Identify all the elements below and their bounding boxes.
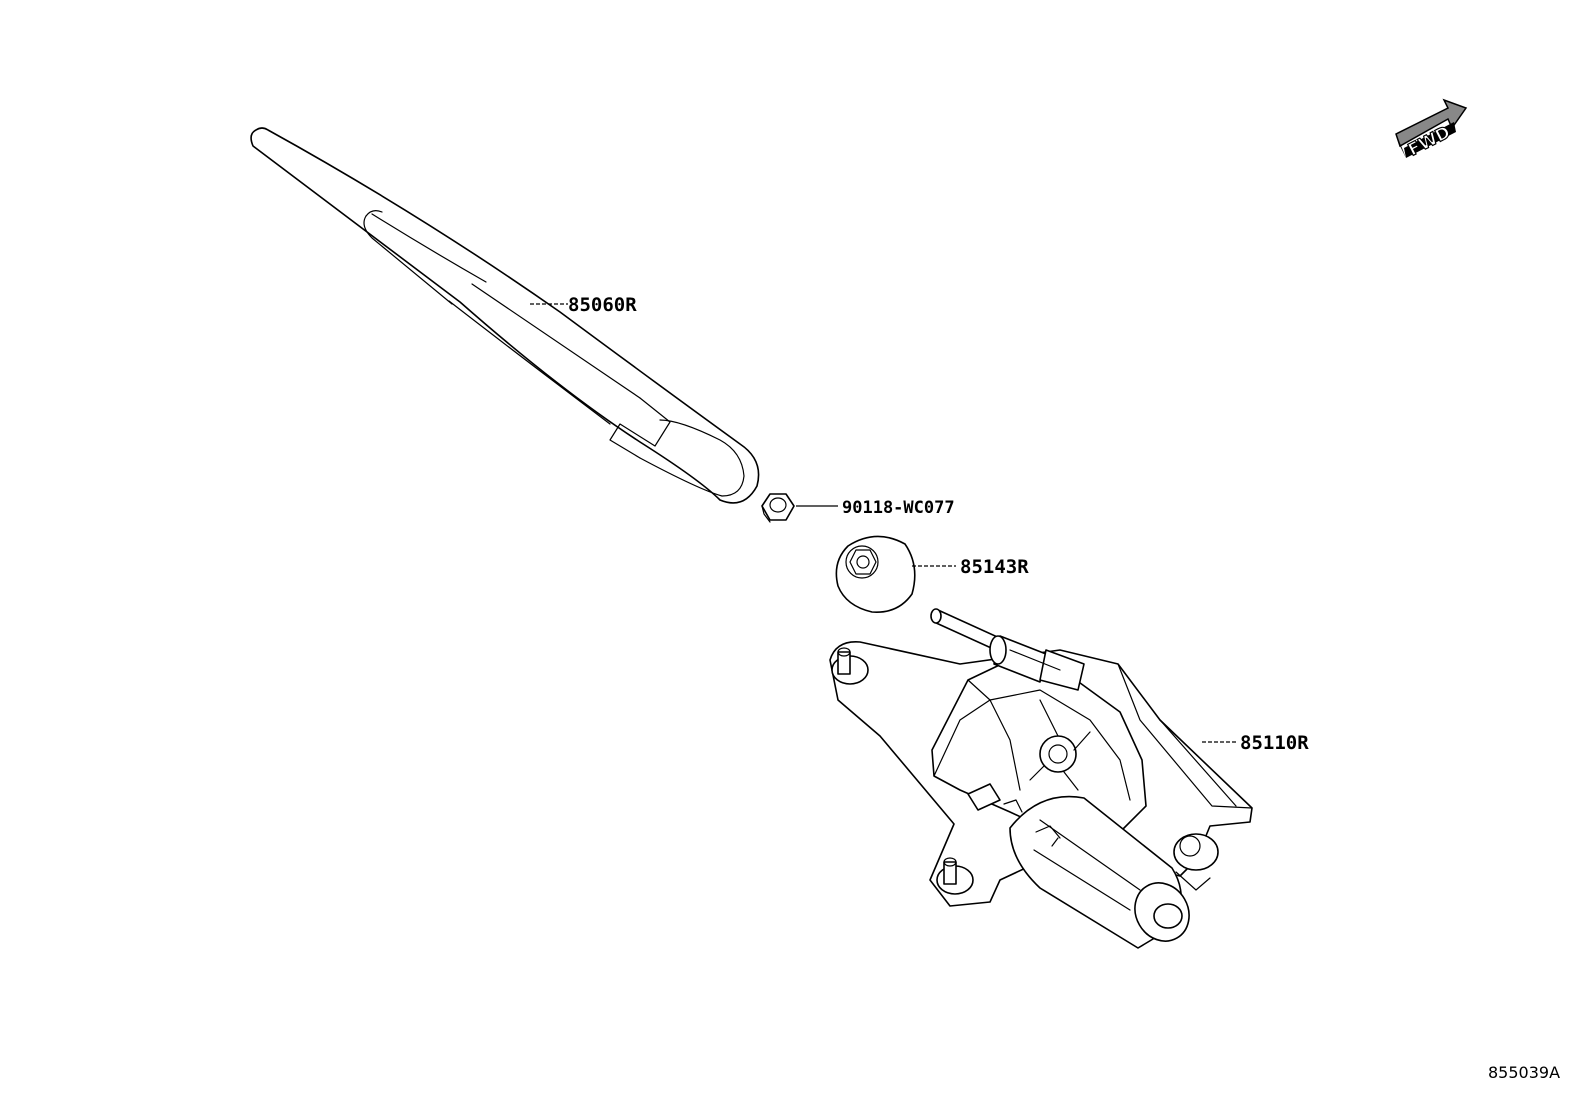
nut <box>761 493 795 523</box>
part-label-85110r: 85110R <box>1240 732 1309 754</box>
wiper-motor <box>829 608 1253 949</box>
leader-lines <box>530 303 1238 743</box>
part-label-85143r: 85143R <box>960 556 1029 578</box>
part-label-85060r: 85060R <box>568 294 637 316</box>
figure-id: 855039A <box>1488 1063 1560 1082</box>
cap <box>835 535 916 613</box>
fwd-arrow-icon: FWD <box>1395 98 1468 161</box>
wiper-arm <box>250 127 760 504</box>
part-label-90118-wc077: 90118-WC077 <box>842 498 955 518</box>
